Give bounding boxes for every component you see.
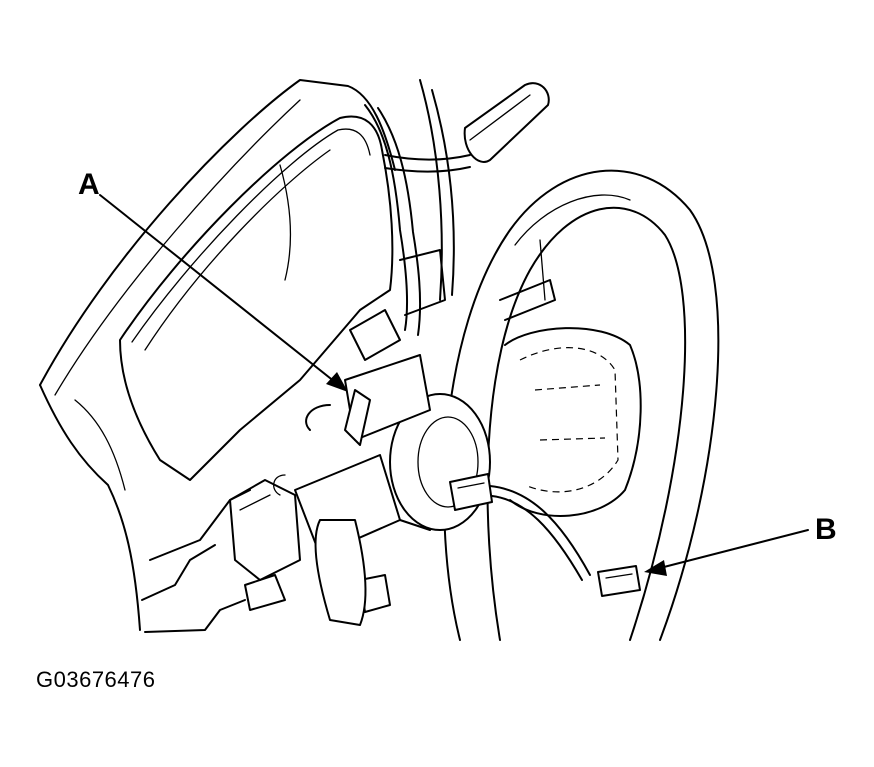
connector-b [597,565,641,597]
harness-wire [364,104,471,336]
callout-b-leader [644,529,809,576]
figure-id-label: G03676476 [36,667,156,692]
callout-a-leader [99,194,348,392]
callout-label-a: A [78,168,100,201]
column-shroud [229,79,455,613]
dashboard-outline [39,79,396,633]
instrument-cluster-window [119,115,394,481]
combination-switch [273,354,431,626]
callout-label-b: B [815,513,837,546]
steering-wheel [443,169,720,641]
reel-connector [449,473,493,511]
horn-wire [489,485,591,581]
upper-lever [463,82,550,163]
